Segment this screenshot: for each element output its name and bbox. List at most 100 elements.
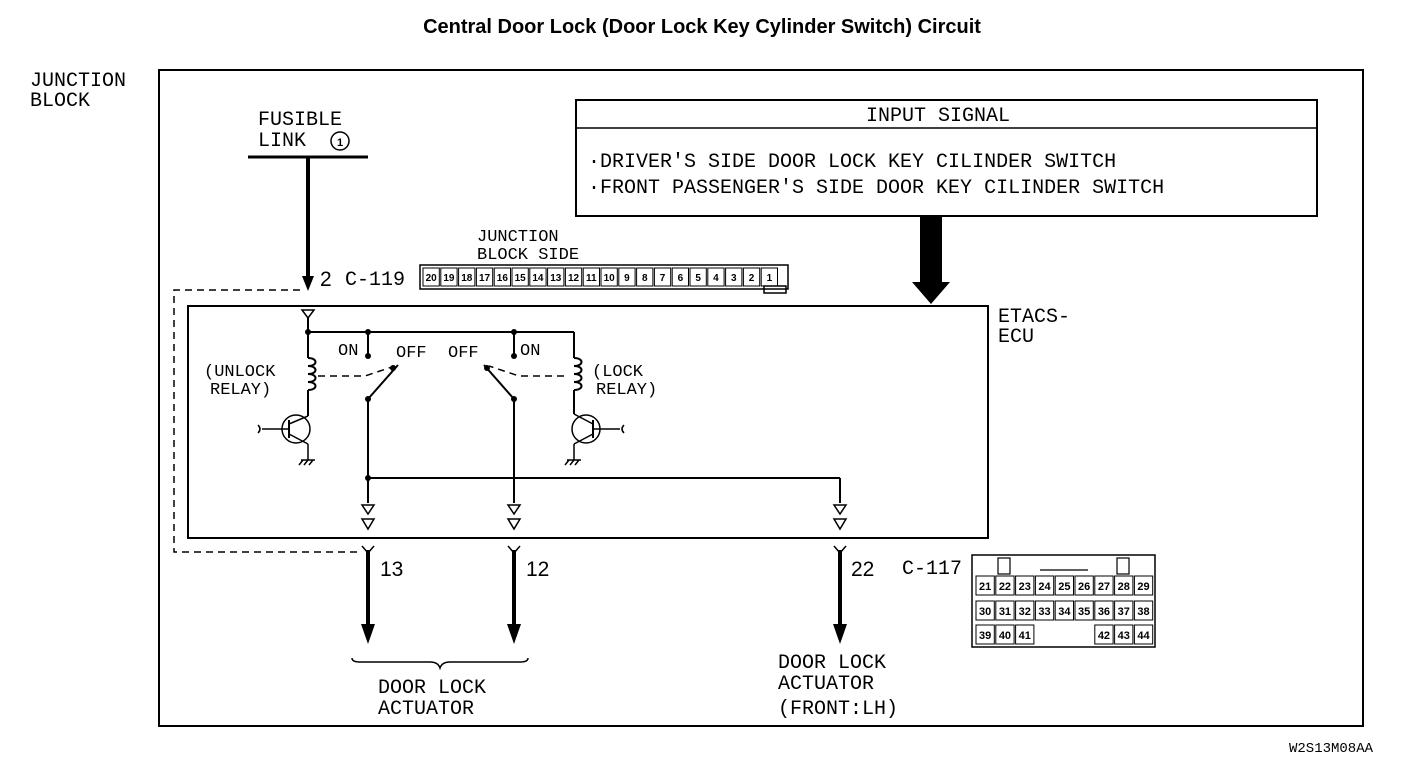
fusible-link-label-1: FUSIBLE <box>258 109 342 132</box>
junction-block-side-label-2: BLOCK SIDE <box>477 246 579 265</box>
c119-pin-label: 8 <box>642 273 648 284</box>
terminal-13 <box>360 504 376 531</box>
c119-pin-cell <box>440 267 458 287</box>
c117-pin-cell <box>995 624 1015 645</box>
c119-pin-label: 12 <box>568 273 580 284</box>
diagram-title: Central Door Lock (Door Lock Key Cylinde… <box>423 16 981 38</box>
c117-pin-cell <box>995 600 1015 621</box>
lock-relay-linkage <box>488 365 564 377</box>
c117-pin-cell <box>1114 600 1134 621</box>
c117-pin-label: 39 <box>979 630 991 642</box>
wire-12-arrow <box>507 624 521 644</box>
c117-pin-cell <box>1054 600 1074 621</box>
c117-pin-cell <box>1133 575 1154 596</box>
c117-pin-label: 27 <box>1098 581 1110 593</box>
c119-pin-cell <box>689 267 707 287</box>
right-switch-off-label: OFF <box>448 344 479 363</box>
junction-block-label-2: BLOCK <box>30 90 90 113</box>
front-actuator-label-2: ACTUATOR <box>778 673 874 696</box>
junction-boundary-dashed <box>173 289 361 553</box>
input-signal-box <box>575 99 1318 217</box>
transistor-collector <box>573 413 594 425</box>
input-signal-shaft <box>920 216 942 284</box>
c119-pin-label: 16 <box>497 273 509 284</box>
junction-block-side-label-1: JUNCTION <box>477 228 559 247</box>
c117-pin-cell <box>1074 575 1094 596</box>
wire-22-arrow <box>833 624 847 644</box>
switch-contact <box>511 353 517 359</box>
c119-pin-number: 2 <box>320 268 332 291</box>
left-switch-arm <box>367 364 399 400</box>
c117-pin-cell <box>1114 575 1134 596</box>
c119-connector-outline <box>419 264 789 290</box>
c117-pin-cell <box>1034 575 1055 596</box>
front-actuator-label-1: DOOR LOCK <box>778 652 886 675</box>
c119-pin-label: 20 <box>426 273 438 284</box>
c117-pin-cell <box>1015 600 1035 621</box>
c119-pin-cell <box>618 267 636 287</box>
input-signal-header: INPUT SIGNAL <box>866 105 1010 128</box>
c119-pin-label: 3 <box>731 273 737 284</box>
terminal-12 <box>506 504 522 531</box>
junction-block-label-1: JUNCTION <box>30 70 126 93</box>
c117-pin-label: 42 <box>1098 630 1110 642</box>
c117-pin-label: 28 <box>1118 581 1130 593</box>
c117-pin-label: 25 <box>1058 581 1070 593</box>
input-signal-item-1: ·DRIVER'S SIDE DOOR LOCK KEY CILINDER SW… <box>588 151 1116 174</box>
c119-pin-cell <box>511 267 529 287</box>
c119-pin-label: 5 <box>695 273 701 284</box>
unlock-relay-label-1: (UNLOCK <box>204 363 276 382</box>
c119-pin-label: 19 <box>443 273 455 284</box>
c119-pin-cell <box>582 267 601 287</box>
transistor-emitter <box>288 433 309 445</box>
c117-pin-label: 34 <box>1058 606 1071 618</box>
c117-name: C-117 <box>902 558 962 581</box>
c117-pin-cell <box>1034 600 1055 621</box>
c119-pin-label: 6 <box>678 273 684 284</box>
c119-pin-cell <box>458 267 476 287</box>
front-actuator-label-3: (FRONT:LH) <box>778 698 898 721</box>
c117-pin-label: 37 <box>1118 606 1130 618</box>
actuator-brace <box>351 657 529 671</box>
c119-pin-label: 13 <box>550 273 562 284</box>
c117-pin-cell <box>1094 575 1114 596</box>
c117-pin-cell <box>1094 600 1114 621</box>
pin-12-label: 12 <box>526 558 549 581</box>
c117-pin-cell <box>1094 624 1114 645</box>
c117-pin-label: 35 <box>1078 606 1090 618</box>
transistor-emitter <box>573 433 594 445</box>
c119-pin-cell <box>760 267 779 287</box>
c117-pin-label: 41 <box>1019 630 1031 642</box>
c119-pin-cell <box>475 267 494 287</box>
c117-pin-label: 40 <box>999 630 1011 642</box>
wire-break <box>621 424 625 434</box>
c119-pin-label: 11 <box>586 273 597 284</box>
c119-pin-cell <box>529 267 547 287</box>
terminal-22 <box>832 504 848 531</box>
wire-13-arrow <box>361 624 375 644</box>
c117-pin-cell <box>1133 600 1154 621</box>
input-signal-arrowhead <box>912 282 950 304</box>
figure-code: W2S13M08AA <box>1289 741 1374 757</box>
c119-pin-label: 17 <box>479 273 491 284</box>
lock-relay-coil <box>573 357 583 391</box>
c119-pin-cell <box>493 267 512 287</box>
door-lock-actuator-label-2: ACTUATOR <box>378 698 474 721</box>
c119-pin-label: 15 <box>515 273 527 284</box>
ecu-label-2: ECU <box>998 326 1034 349</box>
c119-pin-cell <box>422 267 440 287</box>
c117-pin-cell <box>1054 575 1074 596</box>
c117-pin-label: 36 <box>1098 606 1110 618</box>
pin-13-label: 13 <box>380 558 403 581</box>
c117-pin-cell <box>975 575 995 596</box>
c117-key <box>997 557 1011 575</box>
c119-pin-label: 4 <box>713 273 719 284</box>
unlock-relay-label-2: RELAY) <box>210 381 271 400</box>
fusible-link-number: 1 <box>337 137 343 149</box>
c119-pin-cell <box>636 267 654 287</box>
c117-pin-label: 44 <box>1137 630 1150 642</box>
input-signal-item-2: ·FRONT PASSENGER'S SIDE DOOR KEY CILINDE… <box>588 177 1164 200</box>
right-switch-arm <box>483 364 515 400</box>
